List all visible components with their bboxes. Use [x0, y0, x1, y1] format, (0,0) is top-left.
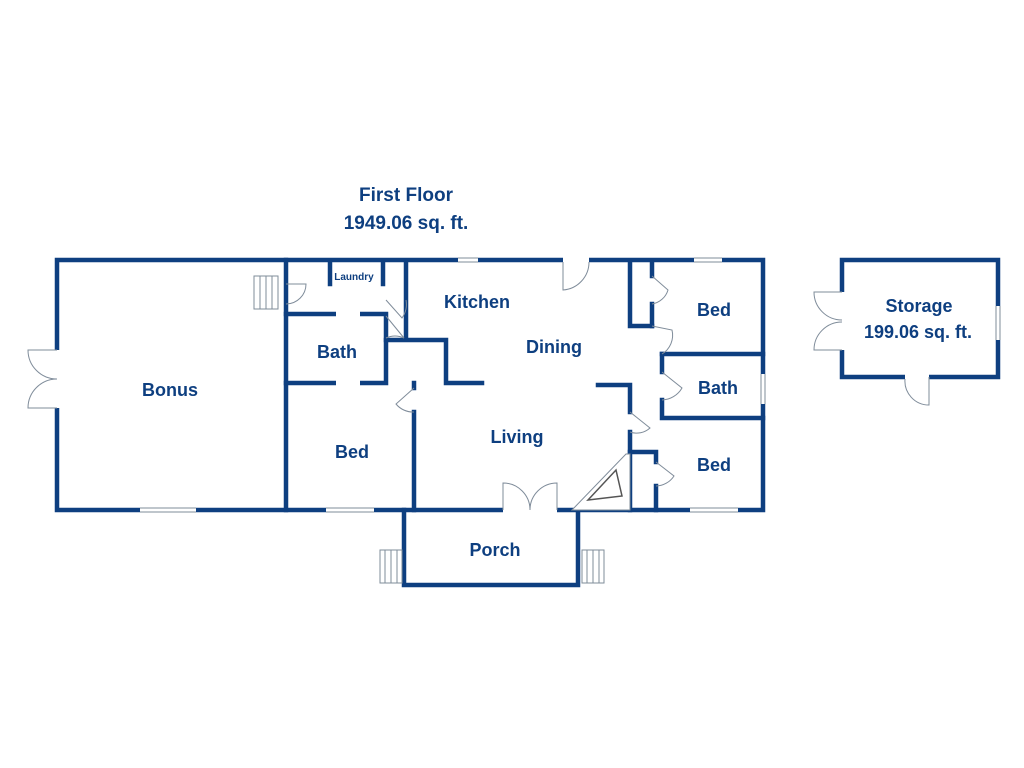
storage-title: Storage — [885, 296, 952, 316]
living-partition — [595, 382, 633, 415]
door-swing — [655, 461, 675, 487]
door-swing — [385, 299, 407, 319]
room-label-kitchen: Kitchen — [444, 292, 510, 312]
door-swing — [651, 325, 674, 355]
room-label-bath-left: Bath — [317, 342, 357, 362]
storage-building: Storage 199.06 sq. ft. — [813, 257, 1001, 406]
outer-wall — [54, 257, 766, 513]
closet-walls — [383, 337, 485, 386]
door-swing — [395, 387, 415, 413]
door-swing — [502, 482, 531, 511]
door-swing — [529, 482, 558, 511]
doors — [27, 257, 683, 513]
bed-top-right-closet — [627, 259, 655, 329]
room-label-bath-right: Bath — [698, 378, 738, 398]
windows — [140, 257, 766, 513]
door-swing — [661, 371, 683, 401]
floor-area: 1949.06 sq. ft. — [344, 213, 469, 234]
door-swing — [813, 291, 843, 321]
door-swing — [385, 315, 405, 339]
porch-walls — [401, 507, 581, 588]
floor-title: First Floor — [359, 185, 454, 206]
main-house-walls — [54, 257, 766, 588]
door-swing — [285, 283, 307, 305]
room-label-laundry: Laundry — [334, 272, 374, 283]
room-label-dining: Dining — [526, 337, 582, 357]
bath-right-bottom-wall — [659, 397, 766, 421]
room-label-porch: Porch — [469, 540, 520, 560]
porch-steps-right-icon — [581, 549, 605, 584]
room-label-bed-top-right: Bed — [697, 300, 731, 320]
bed-bottom-right-closet — [627, 449, 659, 465]
door-swing — [904, 377, 930, 406]
storage-area: 199.06 sq. ft. — [864, 322, 972, 342]
door-swing — [813, 321, 843, 351]
room-label-bed-bottom-right: Bed — [697, 455, 731, 475]
room-label-living: Living — [491, 427, 544, 447]
door-swing — [27, 378, 58, 409]
storage-walls — [839, 257, 1001, 380]
stairs-icon — [253, 275, 279, 310]
porch-steps-left-icon — [379, 549, 403, 584]
room-label-bonus: Bonus — [142, 380, 198, 400]
fireplace-icon — [570, 453, 631, 511]
room-label-bed-left: Bed — [335, 442, 369, 462]
door-swing — [651, 275, 669, 305]
door-swing — [629, 411, 651, 434]
door-swing — [562, 261, 590, 291]
door-swing — [27, 349, 58, 380]
